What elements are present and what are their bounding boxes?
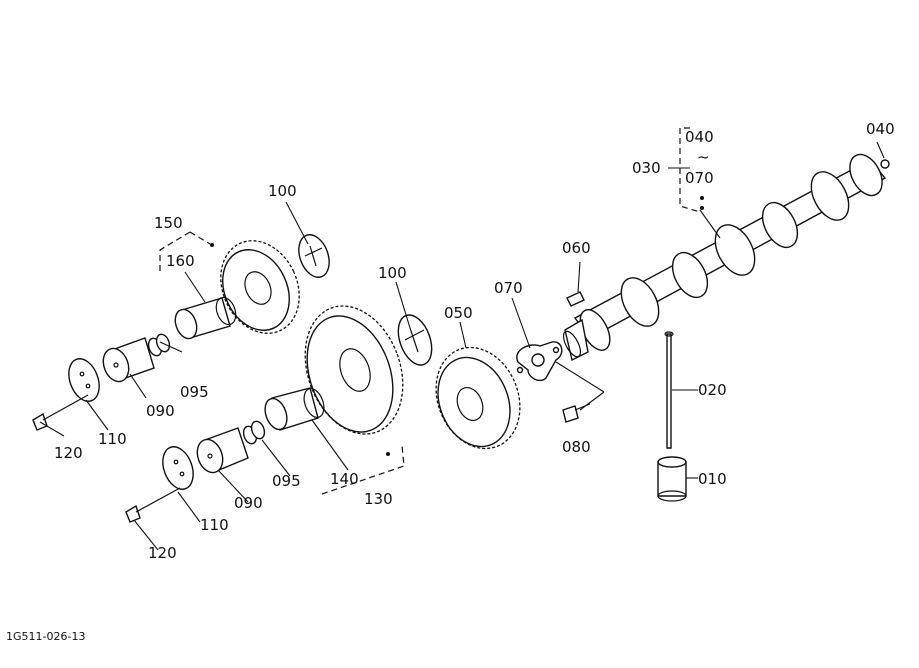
bolt-080[interactable]	[562, 403, 591, 423]
callout-140: 140	[330, 470, 359, 488]
callout-090-upper: 090	[146, 402, 175, 420]
callout-095-upper: 095	[180, 383, 209, 401]
bushing-160[interactable]	[171, 295, 239, 342]
collar-095-lower[interactable]	[241, 419, 266, 445]
callout-040-range-start: 040	[685, 128, 714, 146]
callout-090-lower: 090	[234, 494, 263, 512]
idle-shaft-090-upper[interactable]	[99, 337, 155, 385]
callout-050: 050	[444, 304, 473, 322]
callout-070-range-end: 070	[685, 169, 714, 187]
plug-040[interactable]	[880, 159, 890, 169]
push-rod-020[interactable]	[664, 331, 674, 449]
bolt-120-upper[interactable]	[32, 394, 89, 431]
group-brackets	[159, 127, 704, 495]
bushing-140[interactable]	[261, 386, 327, 433]
callout-060: 060	[562, 239, 591, 257]
bolt-120-lower[interactable]	[125, 487, 181, 523]
figure-id: 1G511-026-13	[6, 630, 85, 643]
callout-020: 020	[698, 381, 727, 399]
callout-160: 160	[166, 252, 195, 270]
plate-110-upper[interactable]	[63, 355, 104, 406]
callout-040-plug: 040	[866, 120, 895, 138]
callout-110-lower: 110	[200, 516, 229, 534]
callout-120-upper: 120	[54, 444, 83, 462]
leader-lines	[39, 141, 885, 551]
callout-130: 130	[364, 490, 393, 508]
callout-110-upper: 110	[98, 430, 127, 448]
idle-gear-130[interactable]	[288, 292, 420, 448]
cam-gear-050[interactable]	[421, 335, 534, 461]
callout-095-lower: 095	[272, 472, 301, 490]
key-060[interactable]	[566, 291, 585, 307]
camshaft[interactable]	[560, 149, 889, 362]
callout-010: 010	[698, 470, 727, 488]
callout-080: 080	[562, 438, 591, 456]
stopper-plate-070[interactable]	[516, 341, 563, 382]
collar-095-upper[interactable]	[146, 332, 171, 357]
idle-shaft-090-lower[interactable]	[193, 427, 249, 476]
callout-070: 070	[494, 279, 523, 297]
callout-030: 030	[632, 159, 661, 177]
plate-110-lower[interactable]	[157, 443, 198, 494]
thrust-collar-100-lower[interactable]	[392, 310, 438, 369]
callout-150: 150	[154, 214, 183, 232]
tappet-010[interactable]	[657, 456, 687, 502]
callout-labels: 040 040 ~ 070 030 060 070 050 100 100 15…	[54, 120, 895, 562]
callout-100-lower: 100	[378, 264, 407, 282]
idle-gear-150[interactable]	[206, 228, 314, 346]
callout-range-symbol: ~	[697, 148, 710, 166]
thrust-collar-100-upper[interactable]	[293, 231, 334, 282]
callout-120-lower: 120	[148, 544, 177, 562]
callout-100-upper: 100	[268, 182, 297, 200]
